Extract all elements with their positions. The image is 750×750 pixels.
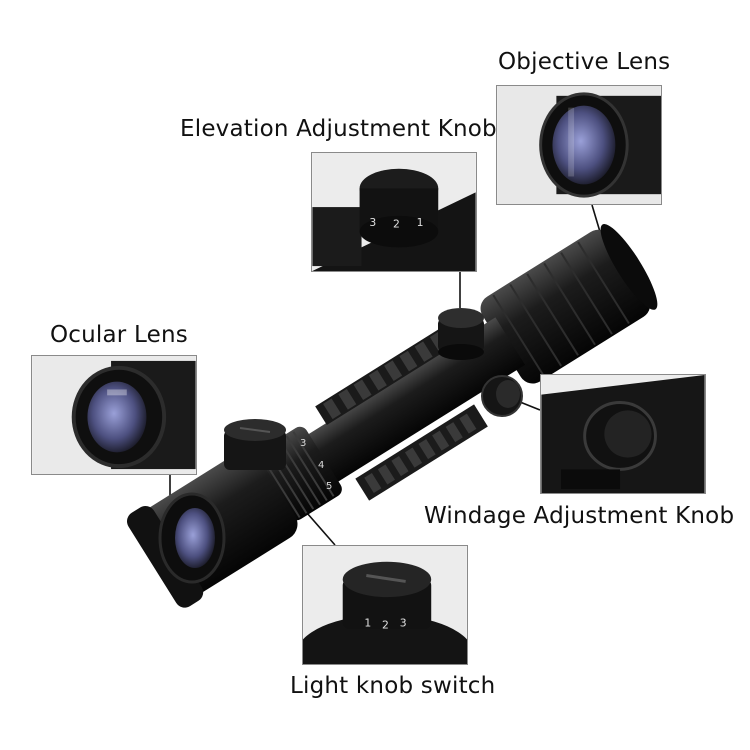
elevation-knob-main — [438, 308, 484, 360]
zoom-mark-1: 4 — [318, 460, 324, 471]
elevation-knob-inset: 3 2 1 — [311, 152, 477, 272]
light-knob-label: Light knob switch — [290, 673, 496, 699]
elevation-knob-label: Elevation Adjustment Knob — [180, 116, 497, 142]
windage-knob-inset — [540, 374, 706, 494]
elevation-mark-0: 3 — [369, 216, 376, 229]
elevation-knob-closeup: 3 2 1 — [312, 153, 476, 271]
windage-knob-main — [481, 375, 523, 417]
ocular-lens-main — [158, 492, 226, 584]
leader-windage — [519, 401, 541, 411]
light-knob-main — [224, 419, 286, 470]
windage-knob-label: Windage Adjustment Knob — [424, 503, 735, 529]
objective-lens-label: Objective Lens — [498, 49, 671, 75]
light-knob-inset: 1 2 3 — [302, 545, 468, 665]
objective-lens-closeup — [497, 86, 661, 204]
windage-knob-closeup — [541, 375, 705, 493]
elevation-mark-1: 2 — [393, 218, 400, 231]
ocular-lens-label: Ocular Lens — [50, 322, 188, 348]
light-mark-0: 1 — [364, 617, 371, 630]
objective-lens-inset — [496, 85, 662, 205]
light-mark-1: 2 — [382, 619, 389, 632]
light-mark-2: 3 — [400, 617, 407, 630]
ocular-lens-closeup — [32, 356, 196, 474]
light-knob-closeup: 1 2 3 — [303, 546, 467, 664]
elevation-mark-2: 1 — [417, 216, 424, 229]
ocular-lens-inset — [31, 355, 197, 475]
zoom-mark-2: 5 — [326, 481, 332, 492]
zoom-mark-0: 3 — [300, 438, 306, 449]
mount-rail — [355, 404, 488, 501]
